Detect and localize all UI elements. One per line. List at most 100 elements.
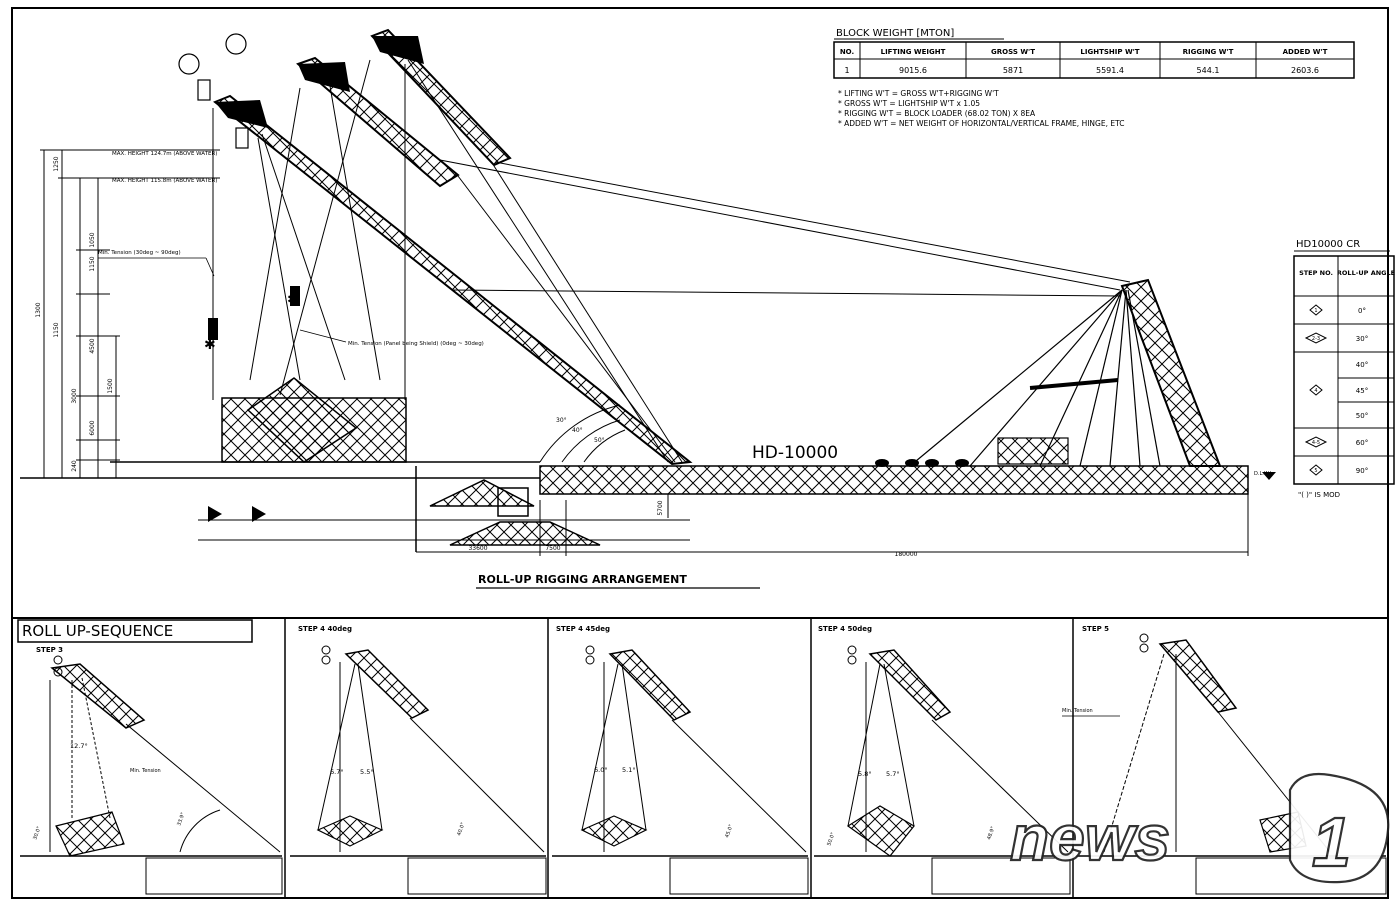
table-cell: 544.1	[1197, 66, 1220, 75]
crane-angle: 60°	[1356, 439, 1368, 447]
crane-angle: 45°	[1356, 387, 1368, 395]
panel-label: STEP 4 50deg	[818, 625, 872, 633]
crane-angle: 40°	[1356, 361, 1368, 369]
news1-watermark: news 1	[1009, 772, 1390, 884]
boom-pos-3	[370, 28, 512, 167]
angle-mark: 50°	[594, 437, 605, 444]
table-cell: 5871	[1003, 66, 1023, 75]
dim-v: 1250	[53, 156, 60, 171]
panel-label: STEP 4 45deg	[556, 625, 610, 633]
crane-angle: 50°	[1356, 412, 1368, 420]
dim-v: 1500	[107, 378, 114, 393]
section-arrow	[208, 506, 222, 522]
dim-v: 6000	[89, 420, 96, 435]
dim-v: 1150	[89, 256, 96, 271]
svg-text:✱: ✱	[287, 292, 299, 308]
crane-step-no: 4-5	[1312, 440, 1320, 446]
drawing-title: ROLL-UP RIGGING ARRANGEMENT	[478, 573, 687, 586]
panel-angle: 5.7°	[886, 770, 900, 778]
horizontal-dimensions	[416, 494, 1249, 556]
deck-fittings	[875, 459, 1276, 480]
table-cell: 5591.4	[1096, 66, 1124, 75]
boom-pos-2	[296, 56, 460, 188]
hoist-blocks: ✱ ✱	[204, 286, 300, 353]
table-header-cell: RIGGING W'T	[1183, 48, 1234, 56]
table-header-cell: LIGHTSHIP W'T	[1080, 48, 1139, 56]
weight-note: * GROSS W'T = LIGHTSHIP W'T x 1.05	[838, 99, 980, 108]
sheet-border	[11, 7, 1389, 899]
crane-step-no: 2-3	[1312, 336, 1320, 342]
hoist-lines	[212, 59, 1131, 463]
dim-h: 7500	[545, 545, 560, 552]
dim-v: 240	[71, 460, 78, 472]
hook-symbols	[178, 33, 249, 149]
crane-angle: 0°	[1358, 307, 1366, 315]
watermark-logo-shape	[1288, 772, 1390, 884]
table-cell: 1	[844, 66, 849, 75]
table-cell: 9015.6	[899, 66, 927, 75]
boom-pos-1	[213, 94, 693, 466]
weight-note: * LIFTING W'T = GROSS W'T+RIGGING W'T	[838, 89, 999, 98]
vertical-dimensions	[40, 149, 220, 478]
tension-note: Min. Tension (Panel being Shield) (0deg …	[348, 341, 484, 347]
table-header-cell: GROSS W'T	[991, 48, 1035, 56]
dim-v: 1050	[89, 232, 96, 247]
crane-angle: 30°	[1356, 335, 1368, 343]
crane-table-header: ROLL-UP ANGLE	[1337, 269, 1395, 277]
block-weight-table: BLOCK WEIGHT [MTON] NO. LIFTING WEIGHT G…	[833, 28, 1355, 128]
crane-table-footnote: "( )" IS MOD	[1298, 491, 1340, 499]
panel-angle: 5.8°	[858, 770, 872, 778]
roll-up-sequence: ROLL UP-SEQUENCE STEP 3 12.7° Min. Tensi…	[12, 617, 1388, 898]
dim-v: 1300	[35, 302, 42, 317]
angle-mark: 30°	[556, 417, 567, 424]
dim-v: 3000	[71, 388, 78, 403]
table-header-cell: ADDED W'T	[1283, 48, 1328, 56]
table-header-cell: NO.	[840, 48, 854, 56]
angle-arcs	[539, 404, 626, 463]
panel-base-angle: 33.9°	[176, 811, 186, 826]
panel-label: STEP 3	[36, 646, 63, 654]
height-note: MAX. HEIGHT 115.8m (ABOVE WATER)	[112, 178, 217, 184]
table-cell: 2603.6	[1291, 66, 1319, 75]
panel-base-angle: 48.9°	[986, 825, 996, 840]
panel-base-angle: 30.0°	[32, 825, 42, 840]
crane-step-no: 5	[1314, 468, 1317, 474]
crane-table-title: HD10000 CR	[1296, 239, 1360, 250]
rigging-elevation: 1250 1050 1150 1300 1150 4500 1500 3000 …	[20, 28, 1276, 589]
section-arrow	[252, 506, 266, 522]
crane-angle-table: HD10000 CR STEP NO. ROLL-UP ANGLE 1 2-3 …	[1293, 239, 1395, 499]
panel-angle: 12.7°	[70, 742, 88, 750]
svg-text:✱: ✱	[204, 337, 216, 353]
crane-angle: 90°	[1356, 467, 1368, 475]
weight-note: * RIGGING W'T = BLOCK LOADER (68.02 TON)…	[838, 109, 1036, 118]
panel-base-angle: 50.0°	[826, 831, 836, 846]
weight-note: * ADDED W'T = NET WEIGHT OF HORIZONTAL/V…	[838, 119, 1124, 128]
a-frame	[909, 278, 1222, 467]
panel-base-angle: 40.0°	[456, 821, 466, 836]
angle-mark: 40°	[572, 427, 583, 434]
panel-label: STEP 5	[1082, 625, 1109, 633]
crane-table-header: STEP NO.	[1299, 269, 1333, 277]
crane-label: HD-10000	[752, 443, 838, 463]
crane-step-no: 4	[1314, 388, 1317, 394]
panel-note: Min. Tension	[1062, 708, 1093, 714]
barge-deck	[20, 461, 1249, 552]
panel-angle: 5.1°	[622, 766, 636, 774]
sequence-title: ROLL UP-SEQUENCE	[22, 622, 173, 640]
table-header-cell: LIFTING WEIGHT	[881, 48, 946, 56]
panel-note: Min. Tension	[130, 768, 161, 774]
dim-h: 180000	[895, 551, 918, 558]
panel-label: STEP 4 40deg	[298, 625, 352, 633]
dim-v: 4500	[89, 338, 96, 353]
tension-note: Min. Tension (30deg ~ 90deg)	[98, 250, 181, 256]
deck-level-label: D.L.W.L	[1254, 471, 1273, 477]
height-note: MAX. HEIGHT 124.7m (ABOVE WATER)	[112, 151, 217, 157]
block-weight-title: BLOCK WEIGHT [MTON]	[836, 28, 954, 39]
dim-v: 1150	[53, 322, 60, 337]
dim-h: 33600	[468, 545, 487, 552]
lifted-block	[221, 377, 407, 463]
sequence-panel-step-3: STEP 3 12.7° Min. Tension 30.0° 33.9°	[20, 646, 283, 895]
watermark-text: news	[1010, 802, 1170, 874]
